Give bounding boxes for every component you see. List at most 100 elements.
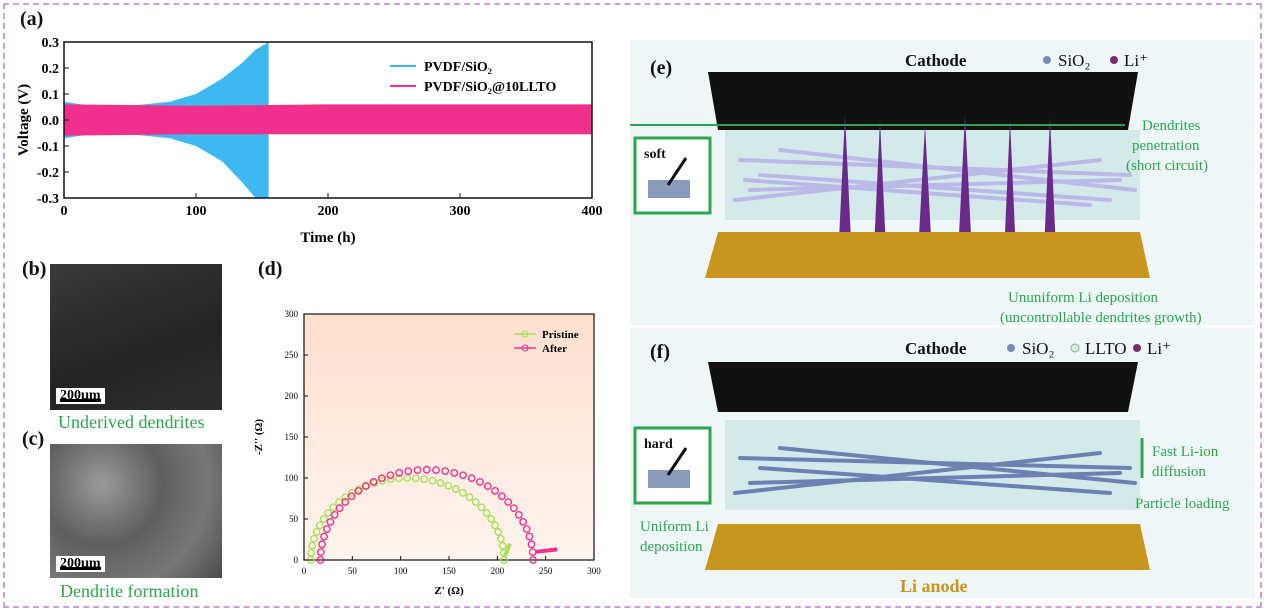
data-point-d	[432, 466, 440, 475]
data-point-d	[361, 482, 370, 491]
data-point-d	[482, 509, 491, 517]
data-point-d	[422, 465, 431, 474]
cathode-label-f: Cathode	[905, 339, 967, 358]
schematic-f: (f) Cathode SiO₂ LLTO Li⁺ hard Fast Li-i…	[630, 328, 1255, 598]
data-point-d	[395, 474, 403, 483]
legend-entry-d: Pristine	[542, 329, 579, 341]
data-point-d	[459, 471, 468, 480]
caption-b: Underived dendrites	[58, 412, 205, 432]
annotation-f1-line1: Fast Li-ion	[1152, 444, 1219, 460]
data-point-d	[386, 475, 395, 484]
hard-label: hard	[644, 437, 673, 452]
x-tick-label-d: 0	[302, 566, 307, 576]
data-point-d	[377, 474, 386, 483]
figure-frame	[3, 3, 1262, 608]
legend-entry-a: PVDF/SiO₂@10LLTO	[424, 80, 556, 95]
panel-d-label: (d)	[258, 258, 283, 280]
data-point-d	[496, 534, 505, 543]
annotation-e2-line1: Ununiform Li deposition	[1008, 290, 1158, 306]
legend-entry-d: After	[542, 343, 567, 355]
data-point-d	[500, 556, 509, 564]
panel-b-label: (b)	[22, 258, 47, 280]
data-point-d	[476, 477, 484, 486]
tail-line-d	[535, 547, 558, 554]
annotation-e1-line1: Dendrites	[1142, 118, 1200, 134]
panel-a-label: (a)	[20, 8, 44, 30]
data-point-d	[471, 498, 480, 506]
hard-box	[633, 426, 712, 505]
data-point-d	[483, 482, 492, 491]
x-tick-label-d: 200	[491, 566, 505, 576]
soft-needle-icon	[666, 157, 688, 186]
panel-c-label: (c)	[22, 428, 45, 450]
data-point-d	[465, 493, 474, 502]
anode-e	[705, 232, 1150, 278]
x-tick-label-d: 150	[442, 566, 456, 576]
annotation-e2-line2: (uncontrollable dendrites growth)	[1000, 310, 1202, 325]
data-point-d	[494, 528, 503, 536]
dendrites-e	[839, 115, 1056, 255]
data-point-d	[354, 487, 363, 495]
legend-li-e: Li⁺	[1124, 51, 1148, 70]
legend-li-f: Li⁺	[1147, 339, 1171, 358]
annotation-f3-line2: deposition	[640, 539, 703, 555]
data-point-d	[320, 532, 328, 541]
data-point-d	[487, 515, 496, 523]
data-point-d	[477, 503, 486, 512]
data-point-d	[318, 540, 326, 549]
scale-bar-b: 200μm	[56, 388, 105, 404]
data-point-d	[326, 517, 335, 526]
x-tick-label-a: 0	[61, 204, 68, 219]
annotation-f2: Particle loading	[1135, 496, 1230, 512]
data-point-d	[322, 525, 331, 534]
cathode-plate-e	[708, 72, 1138, 130]
data-point-d	[315, 521, 324, 530]
y-tick-label-a: -0.2	[37, 166, 59, 181]
anode-f	[705, 524, 1150, 570]
panel-f-label: (f)	[650, 341, 670, 363]
legend-marker-d	[521, 330, 529, 338]
data-point-d	[386, 471, 395, 480]
legend-sio2-f: SiO₂	[1022, 339, 1054, 358]
y-tick-label-d: 100	[285, 473, 299, 483]
annotation-f3-line1: Uniform Li	[640, 519, 709, 535]
data-point-d	[491, 521, 499, 530]
hard-block-icon	[648, 470, 690, 488]
soft-label: soft	[644, 147, 666, 162]
annotation-e1-line3: (short circuit)	[1126, 158, 1208, 174]
data-point-d	[330, 510, 339, 519]
y-tick-label-d: 0	[294, 555, 299, 565]
series-band-2	[64, 104, 592, 136]
data-point-d	[308, 541, 317, 550]
legend-sio2-e: SiO₂	[1058, 51, 1090, 70]
data-point-d	[335, 504, 344, 513]
data-point-d	[316, 556, 325, 564]
annotation-f1-line2: diffusion	[1152, 464, 1206, 480]
tail-line-d	[503, 542, 512, 557]
data-point-d	[529, 556, 537, 564]
y-tick-label-a: 0.1	[42, 88, 60, 103]
legend-entry-a: PVDF/SiO₂	[424, 60, 492, 75]
soft-block-icon	[648, 180, 690, 198]
data-point-d	[341, 498, 350, 506]
y-tick-label-d: 50	[289, 514, 299, 524]
sem-image-b: 200μm	[50, 264, 222, 410]
y-tick-label-a: -0.3	[37, 192, 59, 207]
caption-c: Dendrite formation	[60, 581, 199, 601]
anode-label-f: Li anode	[900, 576, 968, 596]
soft-box	[633, 136, 712, 215]
x-tick-label-d: 100	[394, 566, 408, 576]
x-tick-label-d: 50	[348, 566, 358, 576]
y-tick-label-a: 0.0	[42, 114, 60, 129]
data-point-d	[441, 467, 450, 476]
data-point-d	[525, 532, 534, 541]
x-tick-label-d: 300	[587, 566, 601, 576]
x-tick-label-a: 200	[318, 204, 339, 219]
x-axis-label-a: Time (h)	[300, 230, 355, 246]
data-point-d	[498, 492, 506, 501]
data-point-d	[528, 548, 537, 557]
sio2-legend-dot-e	[1043, 56, 1051, 64]
cathode-label-e: Cathode	[905, 51, 967, 70]
cathode-plate-f	[708, 362, 1138, 412]
